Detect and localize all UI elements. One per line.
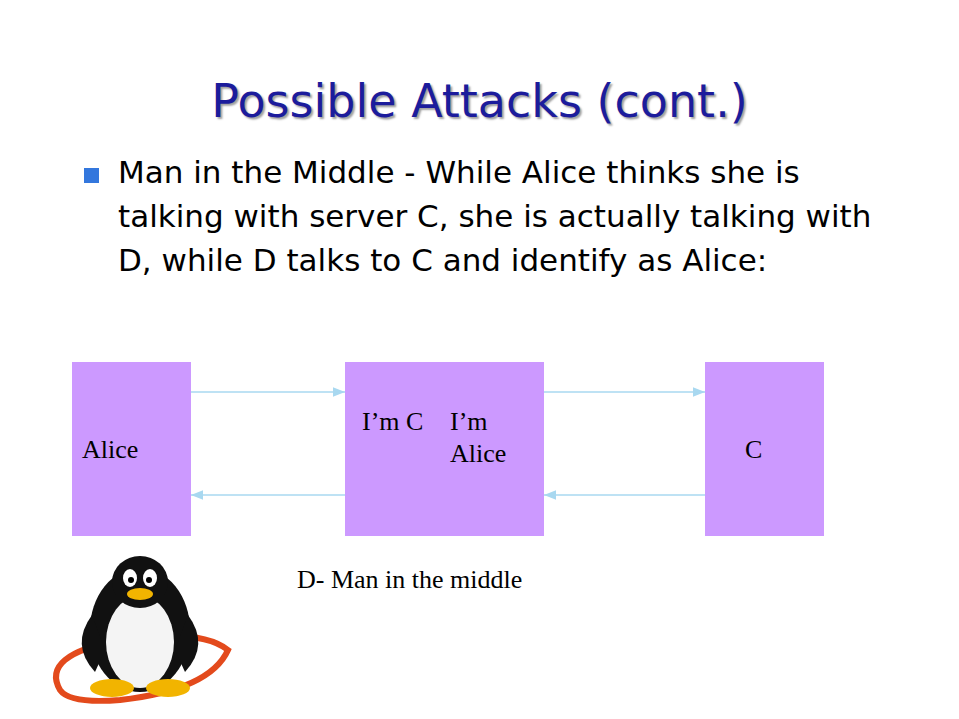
slide-title: Possible Attacks (cont.) bbox=[0, 74, 959, 128]
box-label: C bbox=[745, 434, 762, 466]
box-label: I’m Alice bbox=[450, 406, 540, 470]
process-box: I’m Alice bbox=[432, 362, 544, 536]
caption-label: D- Man in the middle bbox=[297, 561, 522, 599]
box-label: I’m C bbox=[362, 406, 423, 438]
process-box: Alice bbox=[72, 362, 191, 536]
process-box: C bbox=[705, 362, 824, 536]
arrow-connector bbox=[544, 494, 705, 496]
bullet-text: Man in the Middle - While Alice thinks s… bbox=[118, 150, 898, 282]
bullet-mark bbox=[84, 168, 99, 183]
penguin-icon bbox=[56, 556, 228, 701]
arrow-connector bbox=[191, 391, 345, 393]
arrow-connector bbox=[544, 391, 705, 393]
box-label: Alice bbox=[82, 434, 138, 466]
arrow-connector bbox=[191, 494, 345, 496]
process-box: I’m C bbox=[345, 362, 433, 536]
